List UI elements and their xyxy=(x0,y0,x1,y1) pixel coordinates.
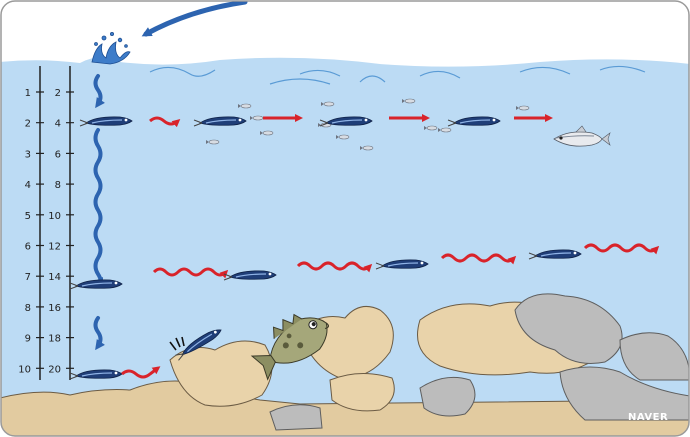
mid-retrieve xyxy=(69,243,660,290)
scale-left-label: 1 xyxy=(25,88,31,99)
scale-left-label: 4 xyxy=(25,180,31,191)
scale-right-label: 8 xyxy=(55,180,61,191)
bottom-retrieve xyxy=(69,325,225,380)
retrieve-arrow xyxy=(583,243,660,255)
impact-marks-icon xyxy=(169,336,185,351)
scale-right-label: 10 xyxy=(48,211,61,222)
retrieve-arrow xyxy=(149,116,181,128)
scale-left-label: 7 xyxy=(25,272,31,283)
scale-left-label: 3 xyxy=(25,149,31,160)
retrieve-arrow xyxy=(440,253,517,265)
scale-right-label: 16 xyxy=(48,303,61,314)
scale-left-label: 2 xyxy=(25,119,31,130)
scale-left-label: 9 xyxy=(25,334,31,345)
scale-right-label: 12 xyxy=(48,242,61,253)
rockfish-icon xyxy=(250,313,330,381)
scale-right-label: 20 xyxy=(48,364,61,375)
seabed-rocks xyxy=(1,293,689,436)
naver-watermark: NAVER xyxy=(628,412,668,423)
scale-left-label: 5 xyxy=(25,211,31,222)
shallow-retrieve xyxy=(79,114,611,147)
splash-icon xyxy=(91,32,131,65)
sink-arrows xyxy=(93,74,105,351)
retrieve-arrow xyxy=(121,366,161,379)
scale-right-label: 14 xyxy=(48,272,61,283)
cast-arrow xyxy=(141,1,248,37)
scale-right-label: 6 xyxy=(55,149,61,160)
retrieve-arrow xyxy=(152,267,229,279)
scale-right-label: 2 xyxy=(55,88,61,99)
scale-left-label: 10 xyxy=(18,364,31,375)
scale-right-label: 4 xyxy=(55,119,61,130)
surface-waves xyxy=(149,65,646,85)
scale-left-label: 8 xyxy=(25,303,31,314)
sardine-icon xyxy=(553,125,611,147)
retrieve-arrow xyxy=(296,261,373,273)
scale-right-label: 18 xyxy=(48,334,61,345)
scale-left-label: 6 xyxy=(25,242,31,253)
